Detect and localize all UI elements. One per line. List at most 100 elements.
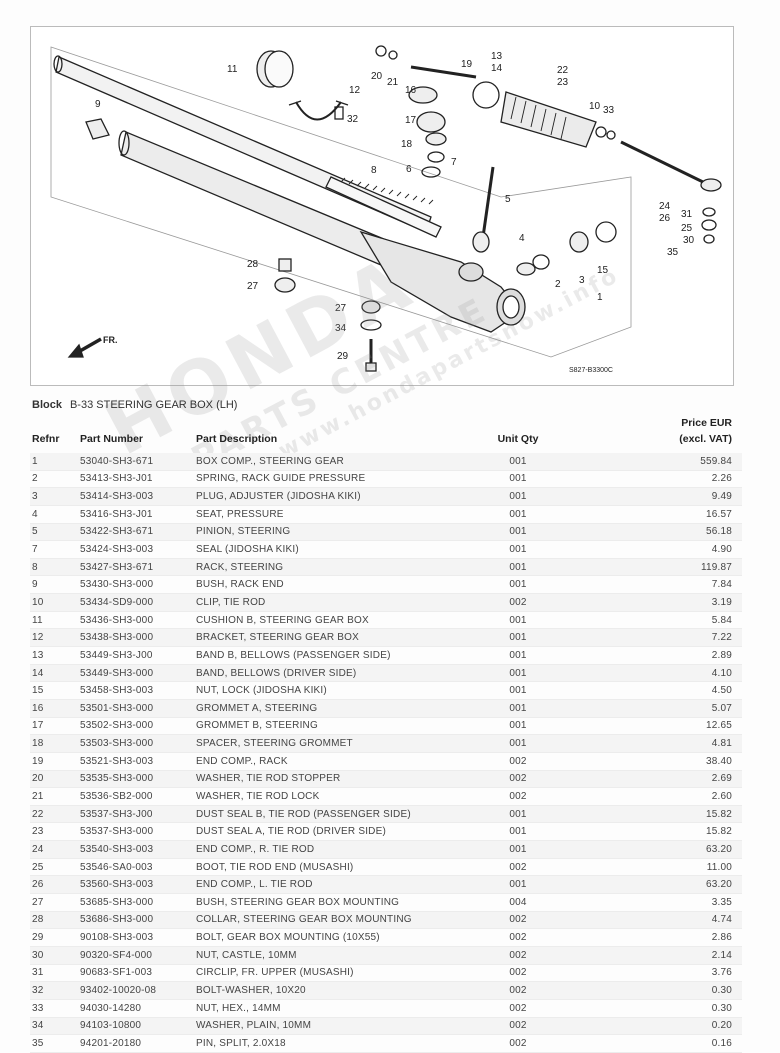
cell-part-number: 53449-SH3-000 bbox=[78, 664, 194, 683]
cell-unit-qty: 001 bbox=[466, 523, 590, 542]
callout-9: 9 bbox=[95, 99, 101, 110]
cell-price: 2.89 bbox=[590, 646, 742, 665]
callout-10: 10 bbox=[589, 101, 601, 112]
cell-unit-qty: 002 bbox=[466, 928, 590, 947]
cell-description: END COMP., RACK bbox=[194, 752, 466, 771]
callout-24: 24 bbox=[659, 201, 671, 212]
cell-price: 63.20 bbox=[590, 875, 742, 895]
cell-unit-qty: 001 bbox=[466, 717, 590, 736]
header-unit-qty: Unit Qty bbox=[497, 433, 539, 445]
cell-ref: 34 bbox=[30, 1017, 78, 1036]
cell-ref: 35 bbox=[30, 1034, 78, 1053]
cell-price: 4.90 bbox=[590, 540, 742, 559]
cell-price: 56.18 bbox=[590, 523, 742, 542]
cell-part-number: 53413-SH3-J01 bbox=[78, 470, 194, 489]
cell-ref: 13 bbox=[30, 646, 78, 665]
mounting-hardware bbox=[274, 258, 382, 372]
cell-ref: 23 bbox=[30, 822, 78, 842]
cell-description: BRACKET, STEERING GEAR BOX bbox=[194, 628, 466, 648]
cell-ref: 9 bbox=[30, 575, 78, 595]
cell-ref: 8 bbox=[30, 558, 78, 577]
callout-11: 11 bbox=[227, 64, 238, 75]
cell-ref: 15 bbox=[30, 681, 78, 700]
cell-ref: 12 bbox=[30, 628, 78, 648]
cell-price: 119.87 bbox=[590, 558, 742, 577]
cell-unit-qty: 002 bbox=[466, 1017, 590, 1036]
cell-price: 559.84 bbox=[590, 453, 742, 471]
cell-part-number: 53686-SH3-000 bbox=[78, 911, 194, 930]
cell-description: DUST SEAL A, TIE ROD (DRIVER SIDE) bbox=[194, 822, 466, 842]
cell-description: NUT, HEX., 14MM bbox=[194, 999, 466, 1018]
cell-unit-qty: 001 bbox=[466, 505, 590, 524]
callout-1: 1 bbox=[597, 292, 603, 303]
cell-ref: 20 bbox=[30, 770, 78, 789]
cell-unit-qty: 001 bbox=[466, 558, 590, 577]
callout-35: 35 bbox=[667, 247, 679, 258]
cell-unit-qty: 002 bbox=[466, 1034, 590, 1053]
cell-part-number: 53502-SH3-000 bbox=[78, 717, 194, 736]
cell-unit-qty: 002 bbox=[466, 964, 590, 983]
cell-ref: 29 bbox=[30, 928, 78, 947]
cell-description: SPRING, RACK GUIDE PRESSURE bbox=[194, 470, 466, 489]
cell-price: 11.00 bbox=[590, 858, 742, 877]
cell-part-number: 53434-SD9-000 bbox=[78, 593, 194, 612]
cell-part-number: 53501-SH3-000 bbox=[78, 699, 194, 718]
callout-5: 5 bbox=[505, 194, 511, 205]
cell-description: COLLAR, STEERING GEAR BOX MOUNTING bbox=[194, 911, 466, 930]
cell-unit-qty: 001 bbox=[466, 611, 590, 630]
cell-part-number: 53685-SH3-000 bbox=[78, 893, 194, 912]
callout-20: 20 bbox=[371, 71, 383, 82]
pinion-adjuster bbox=[472, 166, 617, 276]
callout-17: 17 bbox=[405, 115, 417, 126]
cell-unit-qty: 002 bbox=[466, 999, 590, 1018]
callout-28: 28 bbox=[247, 259, 259, 270]
cell-price: 5.07 bbox=[590, 699, 742, 718]
cell-price: 16.57 bbox=[590, 505, 742, 524]
cell-price: 4.81 bbox=[590, 734, 742, 753]
tie-rod-assembly bbox=[375, 45, 722, 244]
cell-ref: 18 bbox=[30, 734, 78, 753]
callout-4: 4 bbox=[519, 233, 525, 244]
callout-27b: 27 bbox=[335, 303, 347, 314]
cell-unit-qty: 001 bbox=[466, 646, 590, 665]
cell-description: SEAT, PRESSURE bbox=[194, 505, 466, 524]
cell-ref: 33 bbox=[30, 999, 78, 1018]
cell-price: 7.84 bbox=[590, 575, 742, 595]
cell-description: BOLT, GEAR BOX MOUNTING (10X55) bbox=[194, 928, 466, 947]
cell-description: PIN, SPLIT, 2.0X18 bbox=[194, 1034, 466, 1053]
